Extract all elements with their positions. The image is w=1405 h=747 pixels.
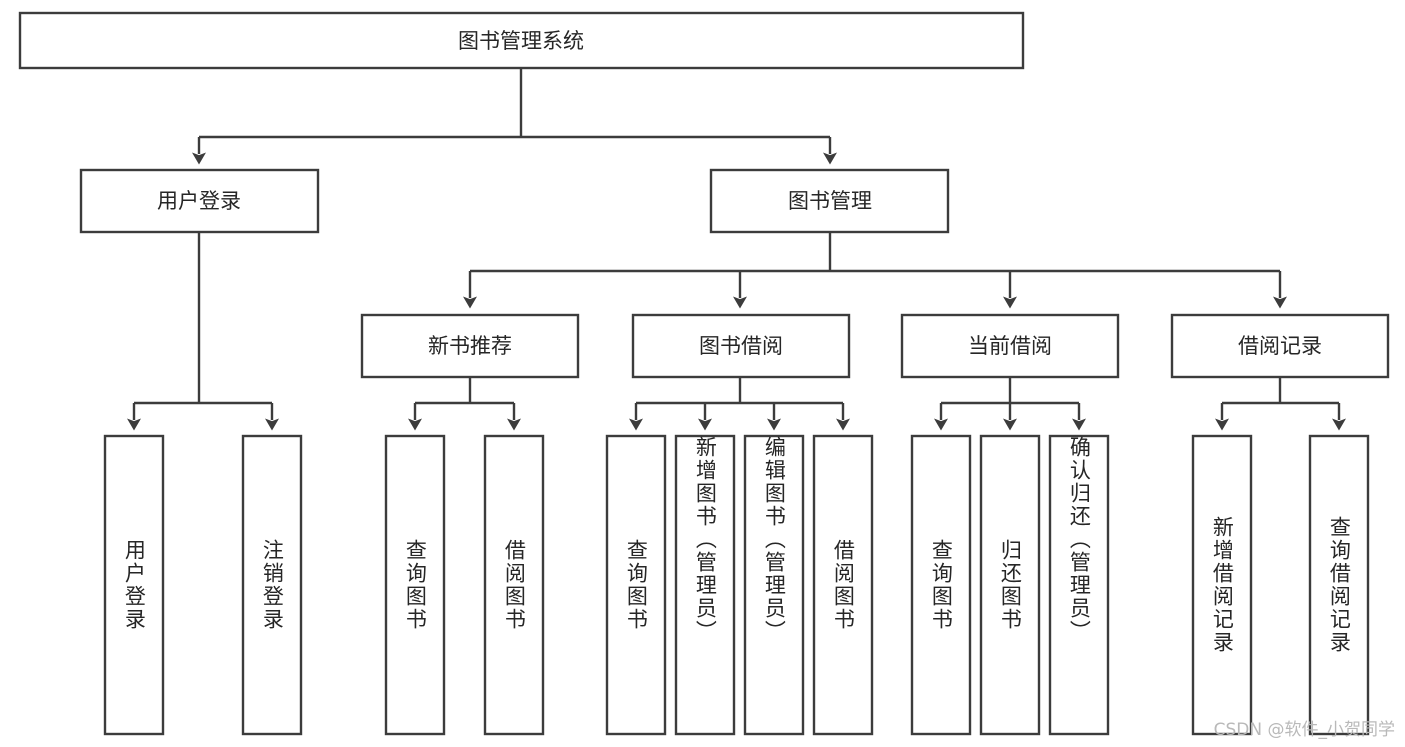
node-user-login-label: 用户登录: [157, 189, 241, 213]
node-current-borrow-label: 当前借阅: [968, 334, 1052, 358]
node-root-box: [18, 11, 1025, 70]
node-root-label: 图书管理系统: [458, 29, 584, 53]
node-book-borrow-box: [631, 313, 851, 379]
node-leaf-return-book-box[interactable]: [979, 434, 1041, 736]
edges-borrow-record-to-leaves: [1215, 377, 1346, 431]
edges-book-borrow-to-leaves: [629, 377, 850, 431]
node-borrow-record-box: [1170, 313, 1390, 379]
leaf-boxes: [103, 434, 1370, 736]
node-user-login[interactable]: 用户登录: [79, 168, 320, 234]
node-leaf-borrow-book-2-box[interactable]: [812, 434, 874, 736]
node-leaf-add-record-box[interactable]: [1191, 434, 1253, 736]
node-leaf-user-login-box[interactable]: [103, 434, 165, 736]
node-new-book-recommend[interactable]: 新书推荐: [360, 313, 580, 379]
node-book-borrow-label: 图书借阅: [699, 334, 783, 358]
node-borrow-record-label: 借阅记录: [1238, 334, 1322, 358]
node-book-management-label: 图书管理: [788, 189, 872, 213]
csdn-watermark: CSDN @软件_小贺同学: [1213, 720, 1395, 740]
node-new-book-recommend-label: 新书推荐: [428, 334, 512, 358]
node-current-borrow[interactable]: 当前借阅: [900, 313, 1120, 379]
node-new-book-recommend-box: [360, 313, 580, 379]
node-leaf-query-book-1-box[interactable]: [384, 434, 446, 736]
node-leaf-query-book-2-box[interactable]: [605, 434, 667, 736]
node-leaf-add-book-box[interactable]: [674, 434, 736, 736]
node-leaf-confirm-return-box[interactable]: [1048, 434, 1110, 736]
node-book-management-box: [709, 168, 950, 234]
edges-user-login-to-leaves: [127, 232, 279, 431]
node-leaf-edit-book-box[interactable]: [743, 434, 805, 736]
node-book-management[interactable]: 图书管理: [709, 168, 950, 234]
edges-new-book-recommend-to-leaves: [408, 377, 521, 431]
edges-book-management-to-level3: [463, 232, 1287, 309]
node-leaf-logout-login-box[interactable]: [241, 434, 303, 736]
node-root[interactable]: 图书管理系统: [18, 11, 1025, 70]
node-borrow-record[interactable]: 借阅记录: [1170, 313, 1390, 379]
edges-root-to-level2: [192, 68, 837, 165]
node-leaf-borrow-book-1-box[interactable]: [483, 434, 545, 736]
node-leaf-query-record-box[interactable]: [1308, 434, 1370, 736]
node-book-borrow[interactable]: 图书借阅: [631, 313, 851, 379]
edges-current-borrow-to-leaves: [934, 377, 1086, 431]
node-user-login-box: [79, 168, 320, 234]
node-current-borrow-box: [900, 313, 1120, 379]
node-leaf-query-book-3-box[interactable]: [910, 434, 972, 736]
